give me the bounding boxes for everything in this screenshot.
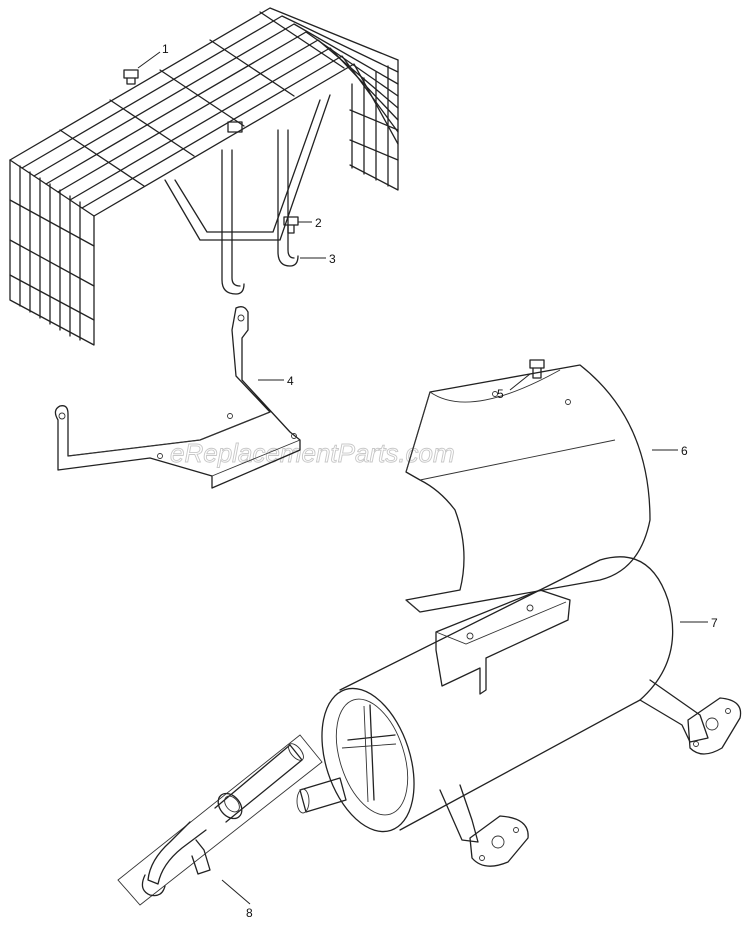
watermark: eReplacementParts.com — [170, 438, 455, 468]
callout-8: 8 — [221, 879, 253, 920]
part-3-wire-guard[interactable] — [9, 7, 399, 346]
svg-text:8: 8 — [246, 906, 253, 920]
part-7-muffler[interactable] — [296, 556, 742, 867]
callout-5: 5 — [497, 373, 531, 401]
callout-1: 1 — [137, 42, 169, 69]
svg-text:6: 6 — [681, 444, 688, 458]
svg-text:1: 1 — [162, 42, 169, 56]
svg-text:4: 4 — [287, 374, 294, 388]
callout-4: 4 — [258, 374, 294, 388]
part-4-bracket[interactable] — [54, 306, 301, 489]
callout-3: 3 — [300, 252, 336, 266]
part-8-tailpipe-kit[interactable] — [117, 734, 323, 906]
part-6-heat-shield[interactable] — [405, 364, 651, 613]
svg-text:5: 5 — [497, 387, 504, 401]
part-1-bolt[interactable] — [123, 69, 139, 85]
svg-text:2: 2 — [315, 216, 322, 230]
svg-text:3: 3 — [329, 252, 336, 266]
callout-2: 2 — [298, 216, 322, 230]
part-5-bolt[interactable] — [529, 359, 545, 379]
callout-6: 6 — [652, 444, 688, 458]
part-2-bolt[interactable] — [283, 216, 299, 234]
callout-7: 7 — [680, 616, 718, 630]
svg-text:7: 7 — [711, 616, 718, 630]
